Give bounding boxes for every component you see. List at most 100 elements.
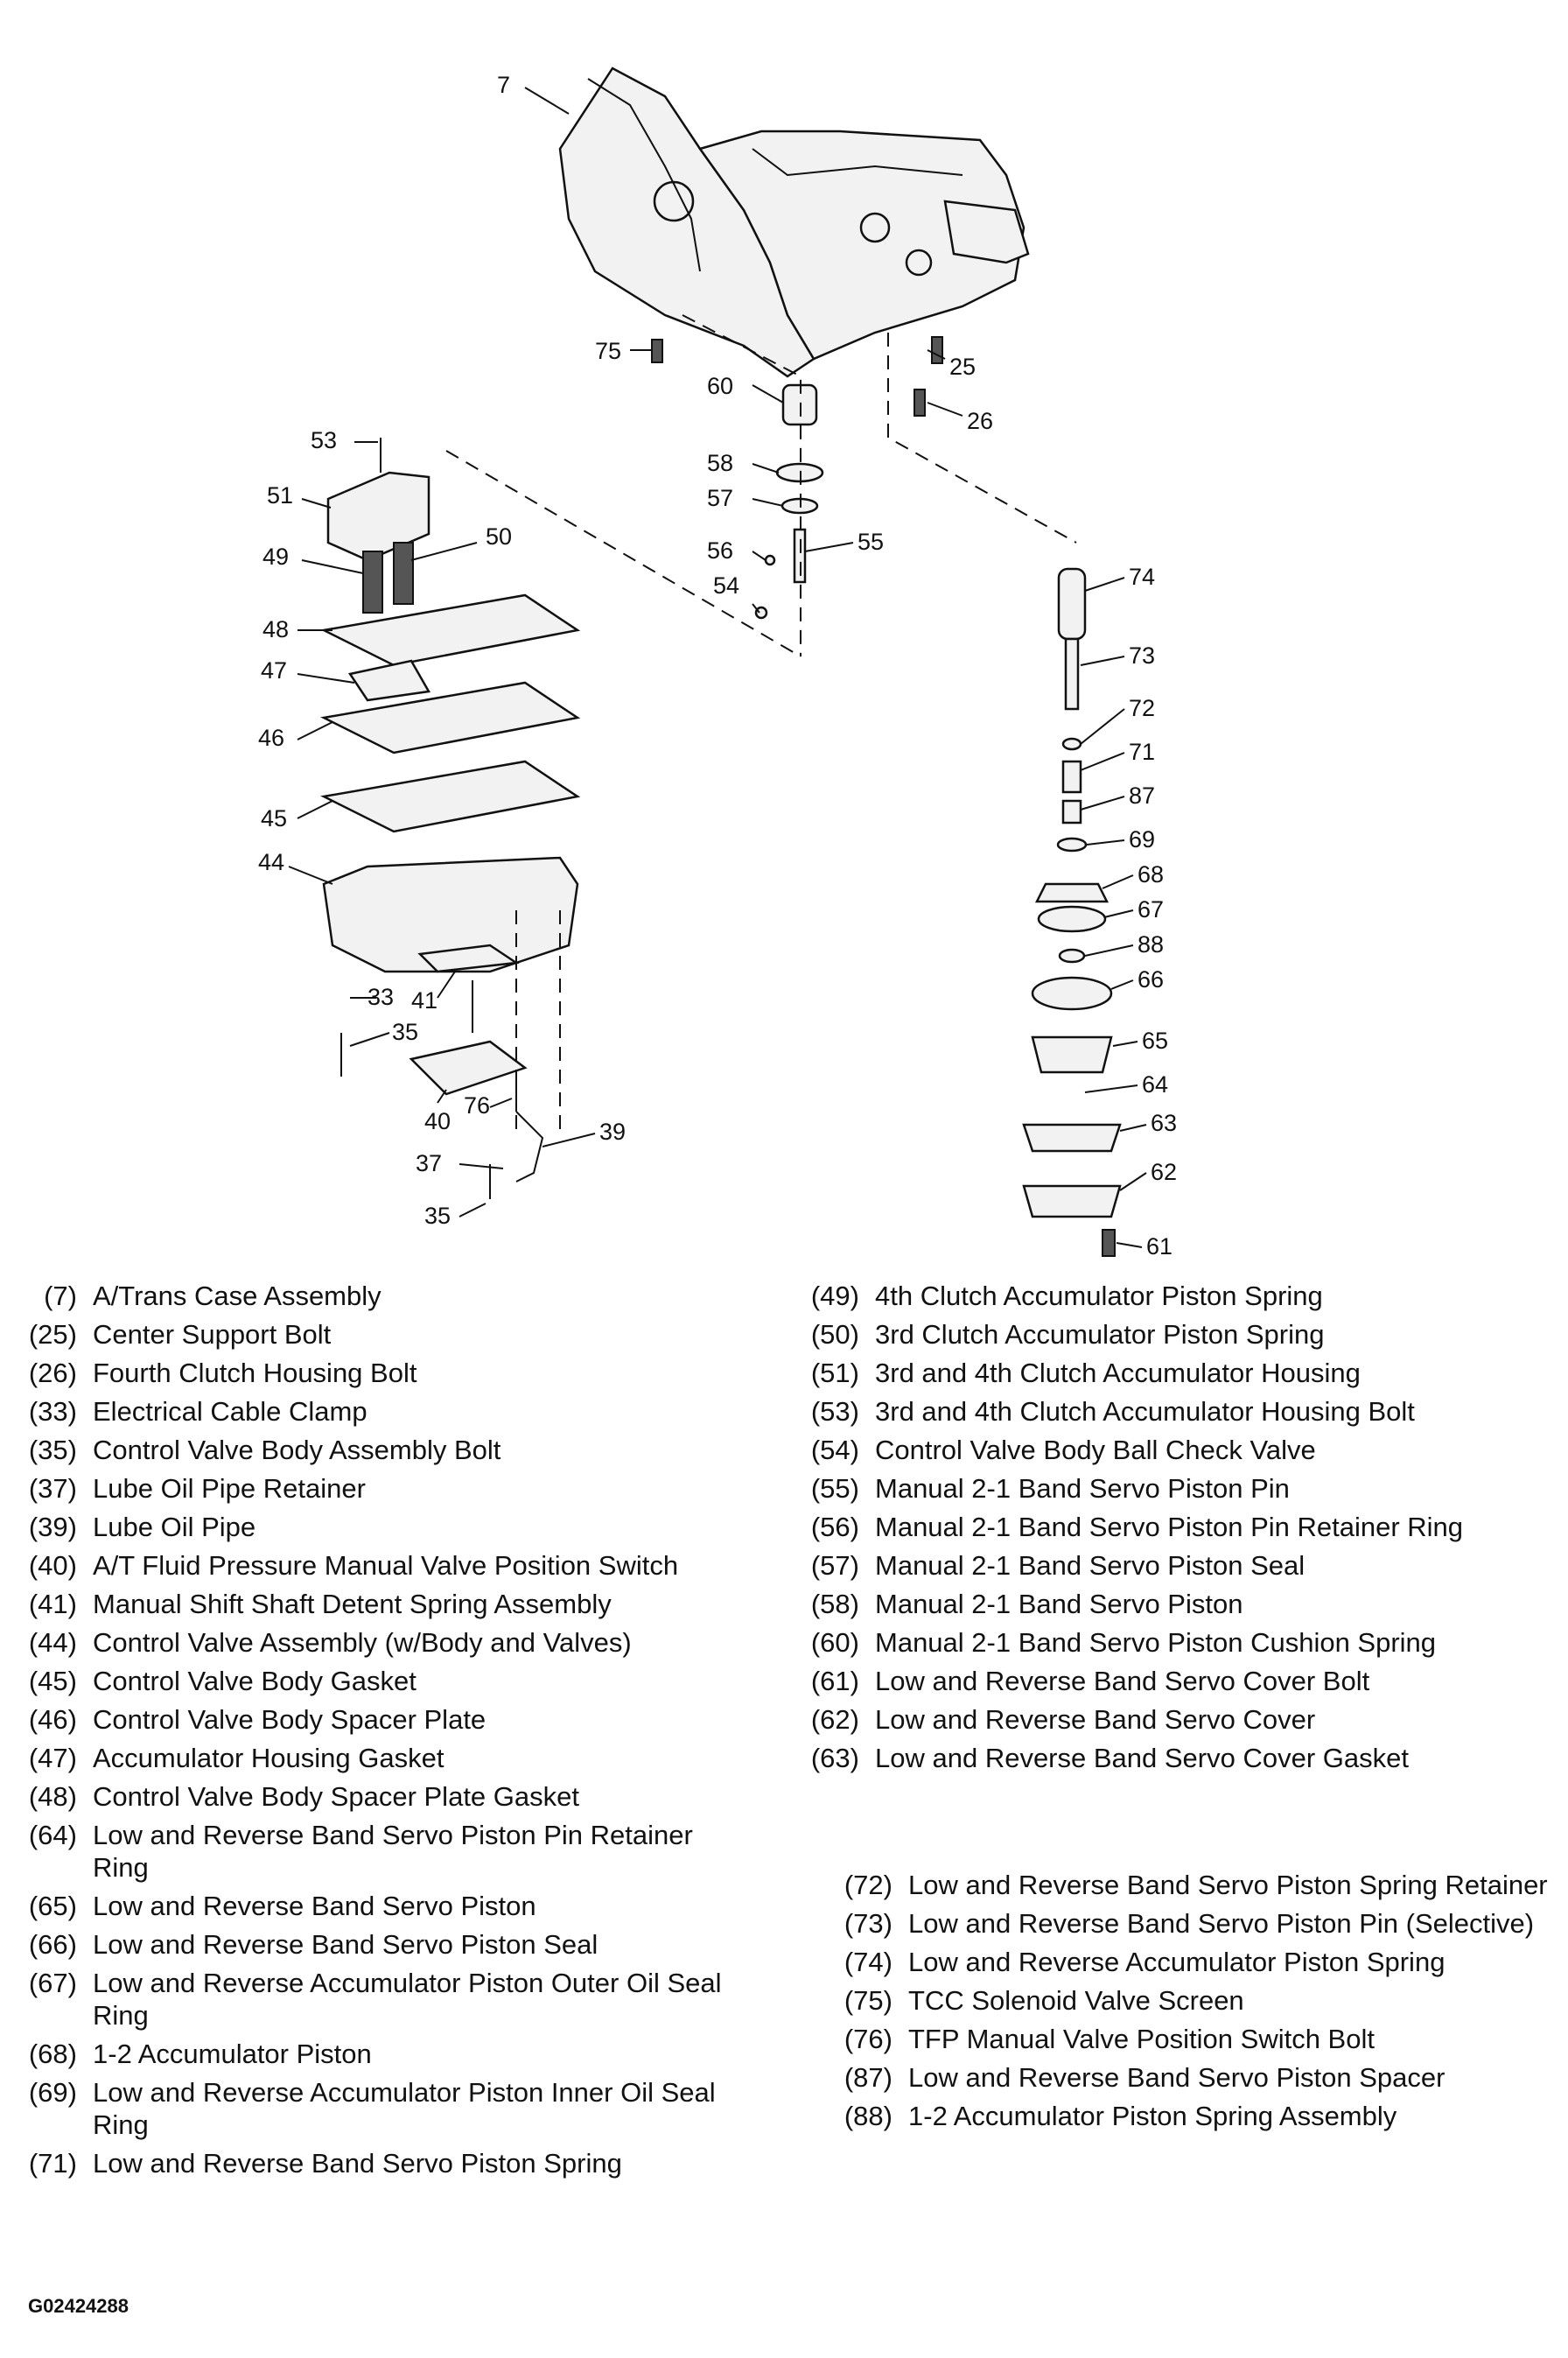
legend-item: (58)Manual 2-1 Band Servo Piston — [803, 1588, 1556, 1620]
legend-item: (76)TFP Manual Valve Position Switch Bol… — [836, 2023, 1563, 2055]
callout-71: 71 — [1129, 739, 1155, 765]
callout-49: 49 — [262, 544, 289, 570]
legend-item: (7)A/Trans Case Assembly — [28, 1280, 728, 1312]
alignment-lines — [445, 314, 1077, 1138]
legend-item-text: Low and Reverse Band Servo Cover Gasket — [875, 1743, 1409, 1773]
callout-68: 68 — [1138, 861, 1164, 888]
legend-item-text: Manual 2-1 Band Servo Piston Cushion Spr… — [875, 1627, 1437, 1658]
legend-item-number: (45) — [28, 1666, 77, 1696]
legend-item: (60)Manual 2-1 Band Servo Piston Cushion… — [803, 1626, 1556, 1659]
legend-item: (53) 3rd and 4th Clutch Accumulator Housi… — [803, 1395, 1556, 1428]
legend-item-text: Low and Reverse Band Servo Piston Pin (S… — [908, 1908, 1535, 1939]
legend-item-text: Center Support Bolt — [93, 1319, 332, 1350]
legend-item-text: Low and Reverse Band Servo Cover — [875, 1704, 1316, 1735]
legend-item-text: Manual 2-1 Band Servo Piston Seal — [875, 1550, 1306, 1581]
legend-item-number: (69) — [28, 2077, 77, 2108]
legend-item-text: Manual 2-1 Band Servo Piston Pin — [875, 1473, 1290, 1504]
legend-item: (88)1-2 Accumulator Piston Spring Assemb… — [836, 2100, 1563, 2132]
legend-item-number: (68) — [28, 2039, 77, 2069]
legend-left-column: (7)A/Trans Case Assembly (25) Center Suppo… — [28, 1280, 728, 2186]
legend-item-number: (50) — [810, 1319, 859, 1350]
callout-44: 44 — [258, 849, 284, 875]
legend-item-number: (25) — [28, 1319, 77, 1350]
legend-item-text: Low and Reverse Band Servo Piston Pin Re… — [93, 1820, 693, 1883]
legend-item: (54)Control Valve Body Ball Check Valve — [803, 1434, 1556, 1466]
bolt-drawings — [651, 336, 943, 417]
legend-item: (67) Low and Reverse Accumulator Piston O… — [28, 1967, 728, 2032]
legend-item-number: (67) — [28, 1968, 77, 1998]
legend-item-text: Lube Oil Pipe Retainer — [93, 1473, 366, 1504]
callout-64: 64 — [1142, 1071, 1168, 1098]
legend-item-text: Control Valve Body Assembly Bolt — [93, 1435, 501, 1465]
legend-item-text: Manual 2-1 Band Servo Piston Pin Retaine… — [875, 1512, 1464, 1542]
callout-labels: 7 75 60 25 26 58 57 56 55 54 53 51 50 49… — [258, 72, 1177, 1260]
callout-73: 73 — [1129, 642, 1155, 669]
callout-76: 76 — [464, 1092, 490, 1119]
transmission-case-drawing — [558, 67, 1030, 378]
callout-45: 45 — [261, 805, 287, 832]
legend-item: (61)Low and Reverse Band Servo Cover Bol… — [803, 1665, 1556, 1697]
callout-55: 55 — [858, 529, 884, 555]
legend-item-text: Low and Reverse Accumulator Piston Sprin… — [908, 1947, 1446, 1977]
legend-item: (48)Control Valve Body Spacer Plate Gask… — [28, 1780, 728, 1813]
legend-item-text: Control Valve Body Spacer Plate Gasket — [93, 1781, 579, 1812]
legend-item-text: A/Trans Case Assembly — [93, 1281, 382, 1311]
legend-item: (35) Control Valve Body Assembly Bolt — [28, 1434, 728, 1466]
exploded-view-diagram: 7 75 60 25 26 58 57 56 55 54 53 51 50 49… — [258, 67, 1177, 1260]
callout-61: 61 — [1146, 1233, 1172, 1260]
legend-item-number: (62) — [810, 1704, 859, 1735]
legend-item-number: (57) — [810, 1550, 859, 1581]
legend-item: (87)Low and Reverse Band Servo Piston Sp… — [836, 2061, 1563, 2094]
legend-item-number: (39) — [28, 1512, 77, 1542]
legend-item-number: (53) — [810, 1396, 859, 1427]
legend-item: (49)4th Clutch Accumulator Piston Spring — [803, 1280, 1556, 1312]
callout-25: 25 — [949, 354, 976, 380]
legend-item-text: Electrical Cable Clamp — [93, 1396, 368, 1427]
legend-item-number: (26) — [28, 1358, 77, 1388]
callout-41: 41 — [411, 987, 438, 1014]
legend-item-text: Low and Reverse Accumulator Piston Outer… — [93, 1968, 722, 2031]
legend-item-number: (75) — [844, 1985, 892, 2016]
legend-item-number: (35) — [28, 1435, 77, 1465]
legend-item-number: (33) — [28, 1396, 77, 1427]
callout-88: 88 — [1138, 931, 1164, 958]
callout-56: 56 — [707, 537, 733, 564]
legend-item-text: Manual Shift Shaft Detent Spring Assembl… — [93, 1589, 612, 1619]
legend-item: (73)Low and Reverse Band Servo Piston Pi… — [836, 1907, 1563, 1940]
legend-item: (37)Lube Oil Pipe Retainer — [28, 1472, 728, 1505]
legend-item-number: (65) — [28, 1891, 77, 1921]
legend-item: (71)Low and Reverse Band Servo Piston Sp… — [28, 2147, 728, 2179]
legend-item: (62) Low and Reverse Band Servo Cover — [803, 1703, 1556, 1736]
legend-item-number: (64) — [28, 1820, 77, 1850]
legend-item-text: 3rd and 4th Clutch Accumulator Housing B… — [875, 1396, 1415, 1427]
legend-item: (72)Low and Reverse Band Servo Piston Sp… — [836, 1869, 1563, 1901]
legend-item: (56) Manual 2-1 Band Servo Piston Pin Ret… — [803, 1511, 1556, 1543]
callout-33: 33 — [368, 984, 394, 1010]
legend-item-text: Low and Reverse Band Servo Cover Bolt — [875, 1666, 1370, 1696]
legend-item-number: (56) — [810, 1512, 859, 1542]
legend-item-text: Low and Reverse Band Servo Piston — [93, 1891, 536, 1921]
legend-item: (57) Manual 2-1 Band Servo Piston Seal — [803, 1549, 1556, 1582]
legend-item-number: (55) — [810, 1473, 859, 1504]
legend-item: (44)Control Valve Assembly (w/Body and V… — [28, 1626, 728, 1659]
legend-right-column: (72)Low and Reverse Band Servo Piston Sp… — [836, 1869, 1563, 2138]
callout-53: 53 — [311, 427, 337, 453]
legend-item: (75)TCC Solenoid Valve Screen — [836, 1984, 1563, 2017]
legend-item-text: 4th Clutch Accumulator Piston Spring — [875, 1281, 1323, 1311]
legend-item-number: (47) — [28, 1743, 77, 1773]
callout-72: 72 — [1129, 695, 1155, 721]
callout-46: 46 — [258, 725, 284, 751]
legend-item: (46) Control Valve Body Spacer Plate — [28, 1703, 728, 1736]
callout-50: 50 — [486, 523, 512, 550]
legend-item-text: Control Valve Body Spacer Plate — [93, 1704, 486, 1735]
callout-54: 54 — [713, 572, 739, 599]
legend-item-text: Control Valve Body Gasket — [93, 1666, 416, 1696]
callout-47: 47 — [261, 657, 287, 684]
legend-item: (39)Lube Oil Pipe — [28, 1511, 728, 1543]
callout-48: 48 — [262, 616, 289, 642]
legend-item-number: (46) — [28, 1704, 77, 1735]
legend-item-text: TFP Manual Valve Position Switch Bolt — [908, 2024, 1375, 2054]
legend-item-text: 3rd and 4th Clutch Accumulator Housing — [875, 1358, 1361, 1388]
legend-item-number: (58) — [810, 1589, 859, 1619]
legend-item-text: Low and Reverse Band Servo Piston Spacer — [908, 2062, 1446, 2093]
